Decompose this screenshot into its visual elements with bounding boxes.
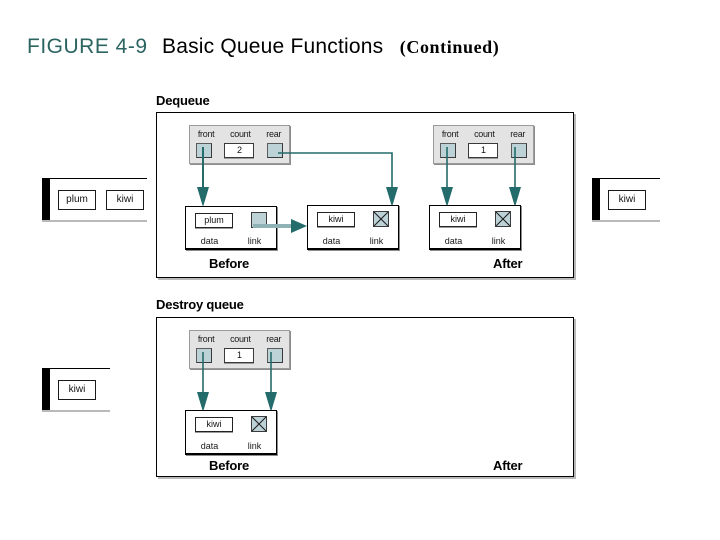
node-link-box-null: [373, 211, 389, 227]
queue-head-labels: front count rear: [434, 129, 533, 139]
rear-label: rear: [266, 129, 282, 139]
queue-head-labels: front count rear: [190, 334, 289, 344]
node-fields: kiwi: [186, 416, 276, 432]
queue-head-record-before: front count rear 2: [189, 125, 290, 164]
front-pointer-arrow-before: [197, 147, 217, 209]
node-field-labels: data link: [308, 236, 398, 246]
count-label: count: [230, 334, 251, 344]
after-label-dequeue: After: [493, 256, 523, 271]
node-data-value: kiwi: [195, 416, 233, 432]
node-link-box-null: [251, 416, 267, 432]
black-bar: [592, 179, 600, 220]
queue-head-labels: front count rear: [190, 129, 289, 139]
node-field-labels: data link: [430, 236, 520, 246]
rear-label: rear: [266, 334, 282, 344]
rear-pointer-arrow-after: [509, 147, 529, 209]
front-pointer-arrow-before: [197, 352, 217, 414]
section-title-dequeue: Dequeue: [156, 93, 210, 108]
node-fields: kiwi: [308, 211, 398, 227]
fragment-cell: kiwi: [608, 189, 646, 210]
node-data-value: kiwi: [317, 211, 355, 227]
node-before-2: kiwi data link: [307, 205, 399, 250]
panel-dequeue: front count rear 2 plum data link: [156, 112, 574, 278]
black-bar: [42, 179, 50, 220]
front-pointer-box: [196, 143, 213, 158]
left-overlay-fragment-top: plum kiwi: [42, 178, 147, 220]
front-pointer-arrow-after: [441, 147, 461, 209]
count-value: 1: [224, 348, 255, 363]
node-field-labels: data link: [186, 441, 276, 451]
count-value: 2: [224, 143, 255, 158]
after-label-destroy-queue: After: [493, 458, 523, 473]
section-title-destroy-queue: Destroy queue: [156, 297, 244, 312]
data-label: data: [322, 236, 341, 246]
front-label: front: [197, 129, 215, 139]
black-bar: [42, 369, 50, 410]
node-fields: kiwi: [430, 211, 520, 227]
queue-head-record-before: front count rear 1: [189, 330, 290, 369]
data-label: data: [200, 441, 219, 451]
figure-title: Basic Queue Functions: [161, 35, 384, 58]
front-pointer-box: [440, 143, 457, 158]
panel-destroy-queue: front count rear 1 kiwi data link: [156, 317, 574, 477]
before-label-dequeue: Before: [209, 256, 249, 271]
data-label: data: [200, 236, 219, 246]
queue-head-fields: 2: [190, 143, 289, 158]
fragment-cell: plum: [58, 189, 96, 210]
right-overlay-fragment-top: kiwi: [592, 178, 660, 220]
figure-caption: FIGURE 4-9 Basic Queue Functions (Contin…: [27, 36, 499, 57]
count-label: count: [230, 129, 251, 139]
node-data-value: kiwi: [439, 211, 477, 227]
count-value: 1: [468, 143, 499, 158]
figure-number: FIGURE 4-9: [27, 35, 148, 58]
fragment-cells: plum kiwi: [58, 179, 144, 220]
node-after-1: kiwi data link: [429, 205, 521, 250]
node-link-arrow-before: [253, 217, 309, 235]
front-label: front: [197, 334, 215, 344]
front-label: front: [441, 129, 459, 139]
continued-note: (Continued): [399, 37, 500, 57]
fragment-cells: kiwi: [608, 179, 646, 220]
node-data-value: plum: [195, 212, 233, 228]
link-label: link: [491, 236, 506, 246]
rear-pointer-arrow-before: [265, 352, 285, 414]
link-label: link: [369, 236, 384, 246]
node-before-1: kiwi data link: [185, 410, 277, 455]
node-field-labels: data link: [186, 236, 276, 246]
rear-pointer-arrow-before: [274, 147, 399, 209]
left-overlay-fragment-bottom: kiwi: [42, 368, 110, 410]
fragment-cell: kiwi: [58, 379, 96, 400]
fragment-cell: kiwi: [106, 189, 144, 210]
fragment-cells: kiwi: [58, 369, 96, 410]
data-label: data: [444, 236, 463, 246]
count-label: count: [474, 129, 495, 139]
link-label: link: [247, 441, 262, 451]
node-link-box-null: [495, 211, 511, 227]
rear-pointer-box: [266, 143, 283, 158]
link-label: link: [247, 236, 262, 246]
rear-label: rear: [510, 129, 526, 139]
before-label-destroy-queue: Before: [209, 458, 249, 473]
front-pointer-box: [196, 348, 213, 363]
